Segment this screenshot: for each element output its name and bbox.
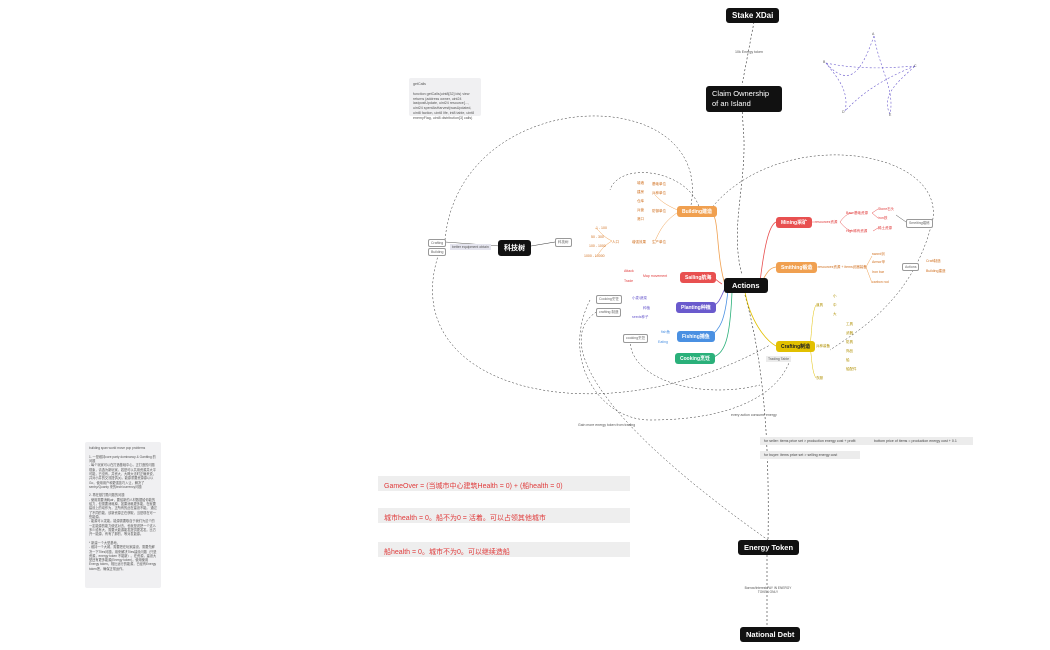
build-range-3: 100 - 1000 <box>589 244 606 248</box>
branch-smithing[interactable]: Smithing锻造 <box>776 262 818 273</box>
tag-trading-table: Trading Table <box>766 356 792 362</box>
node-national-debt[interactable]: National Debt <box>740 627 801 642</box>
plant-cooking: Cooking烹饪 <box>596 295 622 304</box>
tag-crafting: Crafting <box>428 239 447 247</box>
sail-map: Map movement <box>643 274 668 278</box>
bar-seller: for seller: items price set > production… <box>760 437 876 445</box>
edge-every-action: every action consume energy <box>731 413 777 417</box>
craft-accessory: 饰品 <box>846 349 853 353</box>
fish-eating: Eating <box>658 340 668 344</box>
build-range-4: 1000 - 10000 <box>584 254 605 258</box>
craft-clothes: 衣服 <box>816 376 823 380</box>
mine-base: Base基础资源 <box>846 211 868 215</box>
node-claim-island[interactable]: Claim Ownership of an Island <box>706 86 782 112</box>
build-item-2: 建房 <box>637 190 644 194</box>
smith-craft: Craft制造 <box>926 259 941 263</box>
mine-high: High稀有资源 <box>846 229 868 233</box>
tag-actions-small: Actions <box>902 263 920 271</box>
graph-node-e: E <box>889 113 892 117</box>
craft-medium: 中 <box>833 303 837 307</box>
branch-fishing[interactable]: Fishing捕鱼 <box>677 331 715 342</box>
smith-sword: sword剑 <box>872 252 885 256</box>
bar-buyer: for buyer: items price set > selling ene… <box>760 451 860 459</box>
tag-smelting: Smelting熔炼 <box>906 219 933 228</box>
smith-resources: resources资源 + items武器装备 <box>818 265 867 269</box>
smith-building: Building建造 <box>926 269 946 273</box>
build-unit-3: 防御单位 <box>652 209 666 213</box>
craft-armor: 防具 <box>846 340 853 344</box>
mine-rare: 稀土资源 <box>878 226 892 230</box>
graph-node-a: A <box>872 32 875 36</box>
plant-plant: 种植 <box>643 306 650 310</box>
plant-crafting: crafting 制造 <box>596 308 622 317</box>
smith-ironbar: Iron bar <box>872 270 885 274</box>
note-ship-health: 船health = 0。城市不为0。可以继续造船 <box>378 542 630 557</box>
build-boost: 增强效果 <box>632 240 646 244</box>
graph-node-b: B <box>823 60 826 64</box>
node-keji[interactable]: 科技树 <box>498 240 531 256</box>
tag-building: Building <box>428 248 447 256</box>
note-getcalls: getCalls function getCalls(uint8[32] ids… <box>409 78 481 120</box>
branch-sailing[interactable]: Sailing航海 <box>680 272 717 283</box>
branch-cooking[interactable]: Cooking烹饪 <box>675 353 715 364</box>
build-item-1: 城墙 <box>637 181 644 185</box>
craft-weapons: 武器 <box>846 331 853 335</box>
build-unit-1: 基础单位 <box>652 182 666 186</box>
branch-planting[interactable]: Planting种植 <box>676 302 716 313</box>
craft-large: 大 <box>833 312 837 316</box>
craft-small: 小 <box>833 294 837 298</box>
build-item-5: 港口 <box>637 217 644 221</box>
edge-gain-more: Gain more energy token from trading <box>578 423 636 427</box>
fish-fish: fish鱼 <box>661 330 670 334</box>
branch-mining[interactable]: Mining采矿 <box>776 217 813 228</box>
build-item-4: 兵营 <box>637 208 644 212</box>
note-gameover: GameOver = (当城市中心建筑Health = 0) + (船healt… <box>378 476 630 491</box>
build-unit-5: 生产单位 <box>652 240 666 244</box>
build-range-2: 50 - 300 <box>591 235 604 239</box>
smith-carbonrod: carbon rod <box>872 280 889 284</box>
branch-crafting[interactable]: Crafting制造 <box>776 341 816 352</box>
smith-armor: Armor甲 <box>872 260 886 264</box>
craft-ship: 船 <box>846 358 850 362</box>
branch-building[interactable]: Building建造 <box>677 206 717 217</box>
node-energy-token[interactable]: Energy Token <box>738 540 800 555</box>
tag-keji-child: 科技树 <box>555 238 572 247</box>
plant-wheat: 小麦/蔬菜 <box>632 296 647 300</box>
build-item-3: 仓库 <box>637 199 644 203</box>
craft-unit-gear: 兵种装备 <box>816 344 830 348</box>
edge-label-10k: 10k Energy token <box>735 50 763 54</box>
node-stake-xdai[interactable]: Stake XDai <box>726 8 780 23</box>
node-actions[interactable]: Actions <box>724 278 768 293</box>
note-building-problems: building span world move pop problems 1.… <box>85 442 161 588</box>
mine-iron: iron铁 <box>878 216 888 220</box>
build-population: 人口 <box>612 240 619 244</box>
craft-r-tools: 工具 <box>846 322 853 326</box>
build-unit-2: 兵种单位 <box>652 191 666 195</box>
craft-tools: 道具 <box>816 303 823 307</box>
bar-bottom-price: bottom price of items = production energ… <box>870 437 973 445</box>
build-range-1: 1 - 100 <box>596 226 607 230</box>
edge-borrow: Borrow/Interest PAY IN ENERGY TOKEN ONLY <box>744 586 792 594</box>
sail-attack: Attack <box>624 269 634 273</box>
fish-cooking: cooking烹饪 <box>623 334 649 343</box>
mine-resources: resources资源 <box>815 220 838 224</box>
plant-seeds: seeds种子 <box>632 315 649 319</box>
label-equipment: better equipment obtain <box>450 244 491 250</box>
sail-trade: Trade <box>624 279 634 283</box>
graph-node-c: C <box>914 64 917 68</box>
craft-ship-parts: 船配件 <box>846 367 857 371</box>
graph-node-d: D <box>842 110 845 114</box>
note-city-health: 城市health = 0。船不为0 = 活着。可以占领其他城市 <box>378 508 630 523</box>
mine-stone: Stone石头 <box>878 207 895 211</box>
